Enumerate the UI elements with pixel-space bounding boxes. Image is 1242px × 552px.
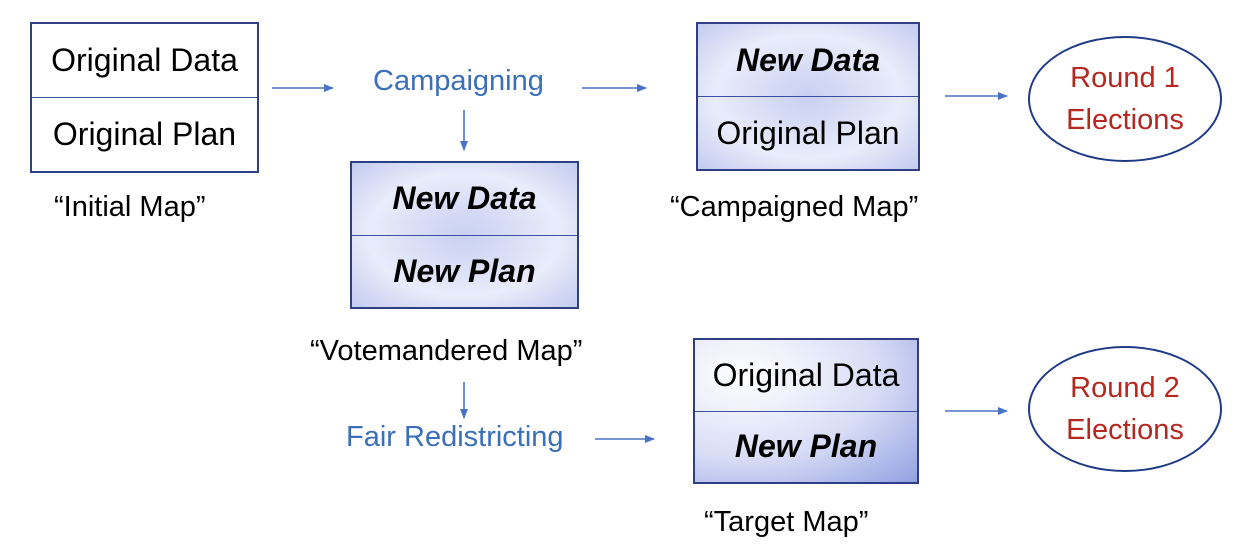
campaigned-map-data-cell: New Data [698, 24, 918, 97]
campaigned-map-caption: “Campaigned Map” [670, 191, 919, 223]
target-map-plan-cell: New Plan [734, 428, 878, 465]
votemandered-map-caption: “Votemandered Map” [310, 335, 583, 367]
campaigning-label: Campaigning [373, 65, 544, 97]
votemandered-map-data-cell: New Data [352, 163, 577, 236]
target-map-box: Original Data New Plan [693, 338, 919, 484]
fair-redistricting-label: Fair Redistricting [346, 421, 564, 453]
votemandered-map-box: New Data New Plan [350, 161, 579, 309]
target-map-data-cell: Original Data [695, 340, 917, 412]
round1-line2: Elections [1066, 104, 1184, 136]
round2-line1: Round 2 [1070, 372, 1180, 404]
round1-line1: Round 1 [1070, 62, 1180, 94]
initial-map-plan-cell: Original Plan [52, 116, 237, 152]
initial-map-caption: “Initial Map” [54, 191, 206, 223]
votemandered-map-plan-cell: New Plan [393, 252, 536, 289]
round2-elections: Round 2 Elections [1028, 346, 1222, 472]
round2-line2: Elections [1066, 414, 1184, 446]
round1-elections: Round 1 Elections [1028, 36, 1222, 162]
initial-map-box: Original Data Original Plan [30, 22, 259, 173]
campaigned-map-plan-cell: Original Plan [716, 114, 900, 151]
campaigned-map-box: New Data Original Plan [696, 22, 920, 171]
initial-map-data-cell: Original Data [32, 24, 257, 98]
target-map-caption: “Target Map” [704, 506, 869, 538]
